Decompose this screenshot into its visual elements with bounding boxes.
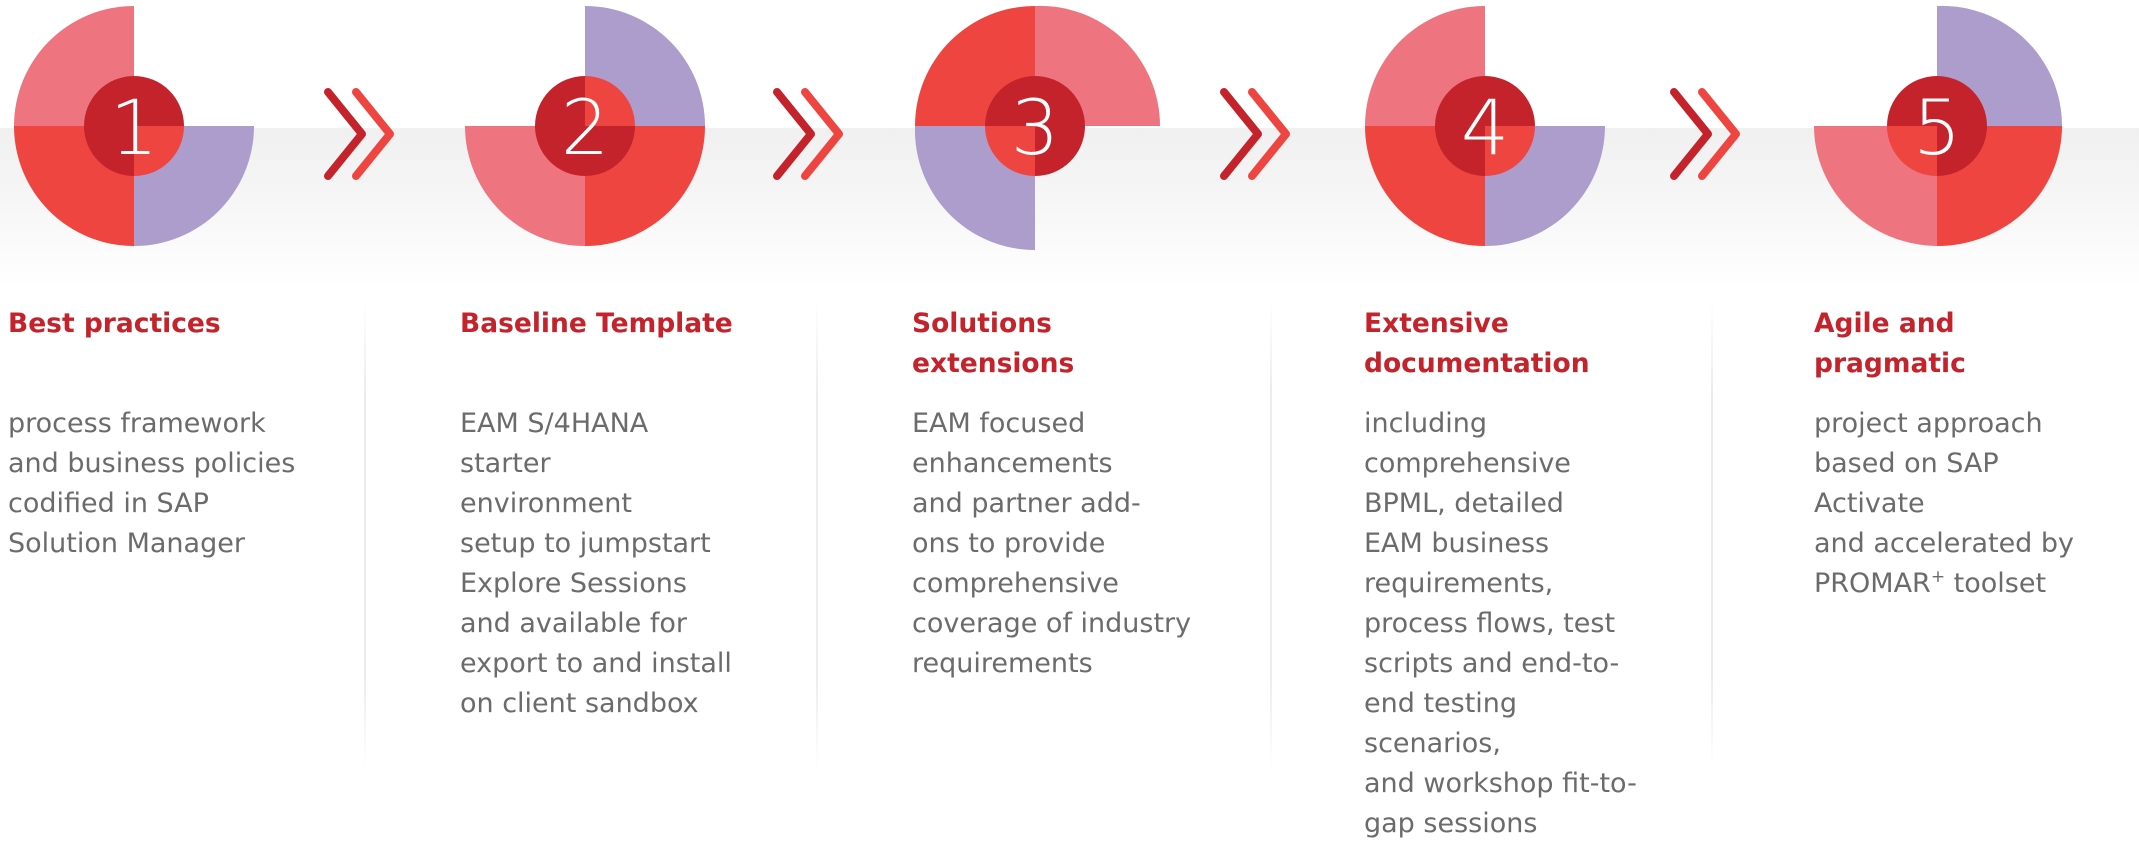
- step-1-circle-graphic: 1: [14, 6, 254, 246]
- step-1-description: process framework and business policies …: [8, 408, 296, 559]
- step-2-circle-graphic: 2: [465, 6, 705, 246]
- step-5-description-tail: toolset: [1945, 568, 2047, 599]
- step-4-heading: Extensive documentation: [1364, 304, 1654, 384]
- step-3-heading-line-1: Solutions extensions: [912, 308, 1075, 379]
- step-5-description: project approach based on SAP Activate a…: [1814, 404, 2104, 604]
- divider-1: [364, 300, 366, 770]
- step-4: 4 Extensive documentation including comp…: [1360, 0, 1660, 839]
- step-4-number: 4: [1461, 83, 1509, 172]
- divider-4: [1711, 300, 1713, 770]
- step-4-heading-line-2: documentation: [1364, 348, 1590, 379]
- step-3-description: EAM focused enhancements and partner add…: [912, 408, 1192, 679]
- step-5-description-superscript: +: [1930, 567, 1946, 587]
- step-5-number: 5: [1913, 83, 1961, 172]
- double-chevron-right-icon: [1670, 88, 1740, 180]
- divider-2: [816, 300, 818, 770]
- step-1: 1 Best practices process framework and b…: [8, 0, 308, 801]
- double-chevron-right-icon: [773, 88, 843, 180]
- step-1-heading: Best practices: [8, 304, 298, 344]
- step-5-heading-line-2: pragmatic: [1814, 348, 1966, 379]
- step-4-description: including comprehensive BPML, detailed E…: [1364, 408, 1637, 839]
- step-3: 3 Solutions extensions EAM focused enhan…: [910, 0, 1210, 801]
- step-1-number: 1: [110, 83, 158, 172]
- step-4-heading-line-1: Extensive: [1364, 308, 1509, 339]
- step-5: 5 Agile and pragmatic project approach b…: [1812, 0, 2112, 801]
- step-4-circle-graphic: 4: [1365, 6, 1605, 246]
- double-chevron-right-icon: [1220, 88, 1290, 180]
- double-chevron-right-icon: [324, 88, 394, 180]
- step-5-description-main: project approach based on SAP Activate a…: [1814, 408, 2075, 599]
- step-5-circle-graphic: 5: [1814, 5, 2062, 246]
- step-3-heading: Solutions extensions: [912, 304, 1202, 384]
- divider-3: [1270, 300, 1272, 770]
- step-3-circle-graphic: 3: [914, 5, 1160, 250]
- step-2-heading-line-1: Baseline Template: [460, 308, 733, 339]
- step-1-heading-line-1: Best practices: [8, 308, 221, 339]
- step-5-heading-line-1: Agile and: [1814, 308, 1955, 339]
- step-5-heading: Agile and pragmatic: [1814, 304, 2104, 384]
- step-2-heading: Baseline Template: [460, 304, 750, 344]
- step-2-description: EAM S/4HANA starter environment setup to…: [460, 408, 732, 719]
- step-3-number: 3: [1011, 83, 1059, 172]
- step-2-number: 2: [561, 83, 609, 172]
- step-2: 2 Baseline Template EAM S/4HANA starter …: [460, 0, 760, 801]
